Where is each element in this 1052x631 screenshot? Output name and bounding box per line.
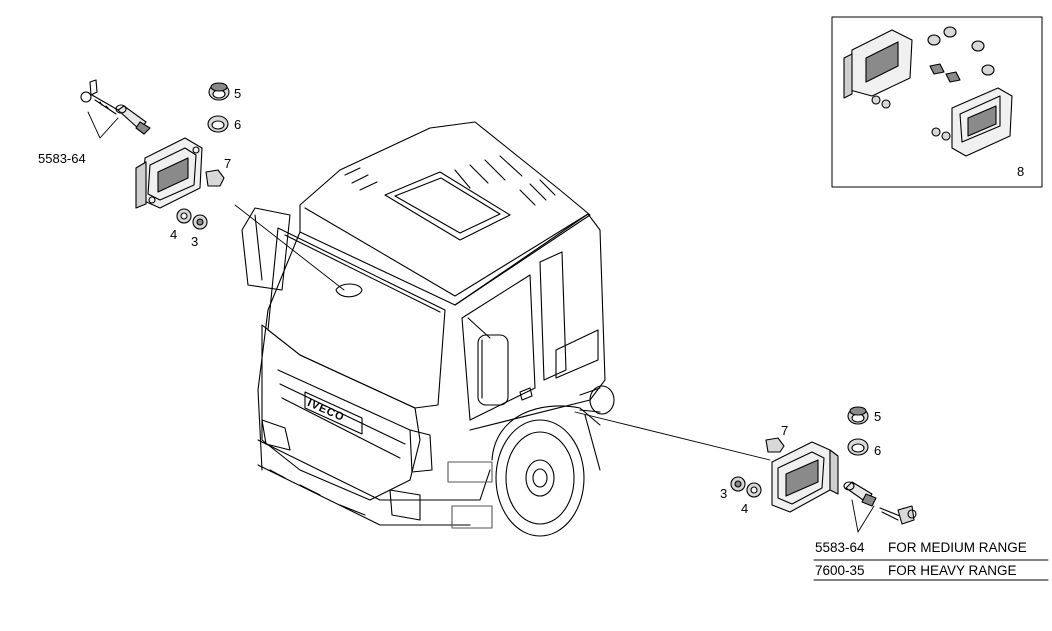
outer-handle-part-right bbox=[771, 441, 839, 513]
bottom-right-parts bbox=[730, 406, 1049, 581]
callout-3-bottom-right: 3 bbox=[720, 486, 728, 501]
callout-8-inset: 8 bbox=[1017, 164, 1025, 179]
truck-cab-drawing bbox=[241, 121, 615, 537]
key-part-right bbox=[879, 505, 917, 525]
callout-6-top-left: 6 bbox=[234, 117, 242, 132]
callout-5-top-left: 5 bbox=[234, 86, 242, 101]
callout-4-top-left: 4 bbox=[170, 227, 178, 242]
callout-7-top-left: 7 bbox=[224, 156, 232, 171]
ring-part-5 bbox=[208, 82, 230, 101]
note-code-heavy: 7600-35 bbox=[815, 563, 865, 578]
callout-kit-top-left: 5583-64 bbox=[38, 151, 86, 166]
ring-part-6-right bbox=[847, 438, 869, 456]
ring-part-6 bbox=[207, 115, 229, 133]
note-text-medium: FOR MEDIUM RANGE bbox=[888, 540, 1027, 555]
key-part bbox=[80, 79, 119, 115]
callout-7-bottom-right: 7 bbox=[781, 423, 789, 438]
leader-line-left bbox=[234, 204, 345, 291]
leader-line-right bbox=[574, 411, 771, 461]
callout-3-top-left: 3 bbox=[191, 234, 199, 249]
clip-part-7-right bbox=[765, 437, 785, 453]
outer-handle-part bbox=[135, 137, 203, 209]
top-left-parts bbox=[80, 79, 230, 230]
ring-part-5-right bbox=[847, 406, 869, 425]
inset-outer-handle bbox=[843, 29, 913, 99]
callout-6-bottom-right: 6 bbox=[874, 443, 882, 458]
nut-part-4 bbox=[176, 208, 192, 224]
washer-part-3 bbox=[192, 214, 208, 230]
clip-part-7 bbox=[205, 169, 225, 187]
inset-inner-handle bbox=[951, 87, 1013, 157]
washer-part-3-right bbox=[730, 476, 746, 492]
note-code-medium: 5583-64 bbox=[815, 540, 865, 555]
callout-5-bottom-right: 5 bbox=[874, 409, 882, 424]
note-text-heavy: FOR HEAVY RANGE bbox=[888, 563, 1017, 578]
callout-4-bottom-right: 4 bbox=[741, 501, 749, 516]
lock-cylinder-part-right bbox=[843, 481, 877, 507]
nut-part-4-right bbox=[746, 482, 762, 498]
inset-box bbox=[831, 16, 1043, 188]
lock-cylinder-part bbox=[115, 104, 151, 135]
